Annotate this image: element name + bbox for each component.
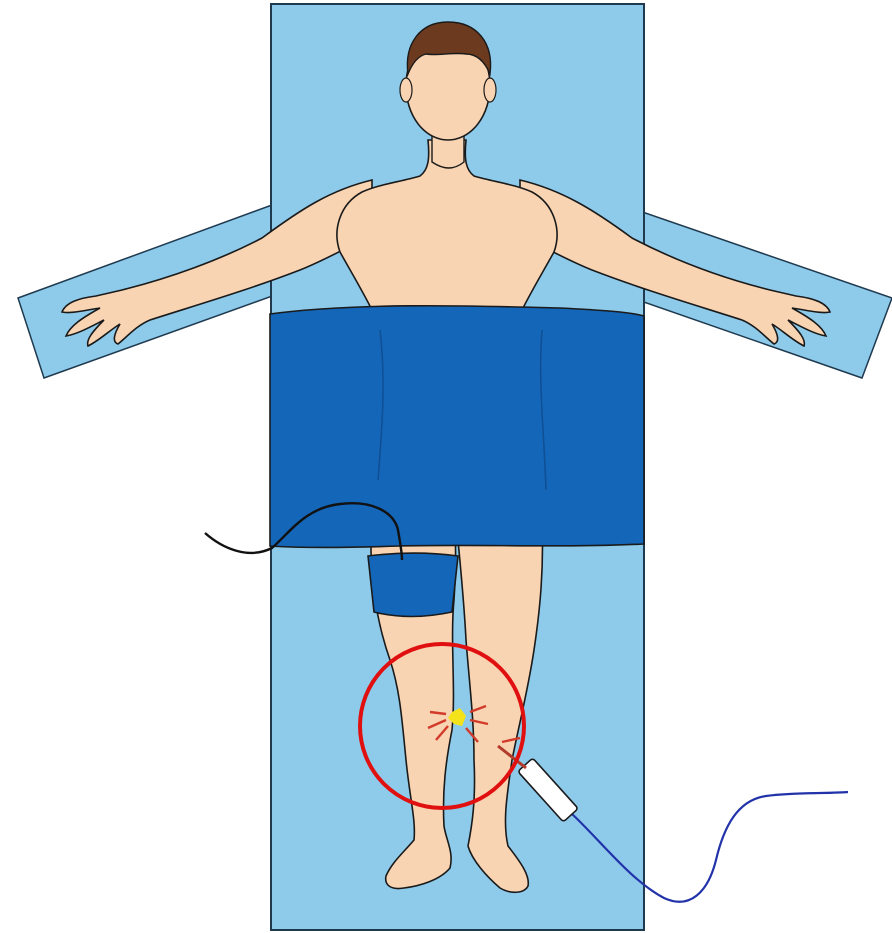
surgical-drape: [270, 306, 644, 548]
drape-body: [270, 306, 644, 548]
left-ear: [400, 78, 412, 102]
right-ear: [484, 78, 496, 102]
thigh-cuff: [368, 553, 458, 617]
